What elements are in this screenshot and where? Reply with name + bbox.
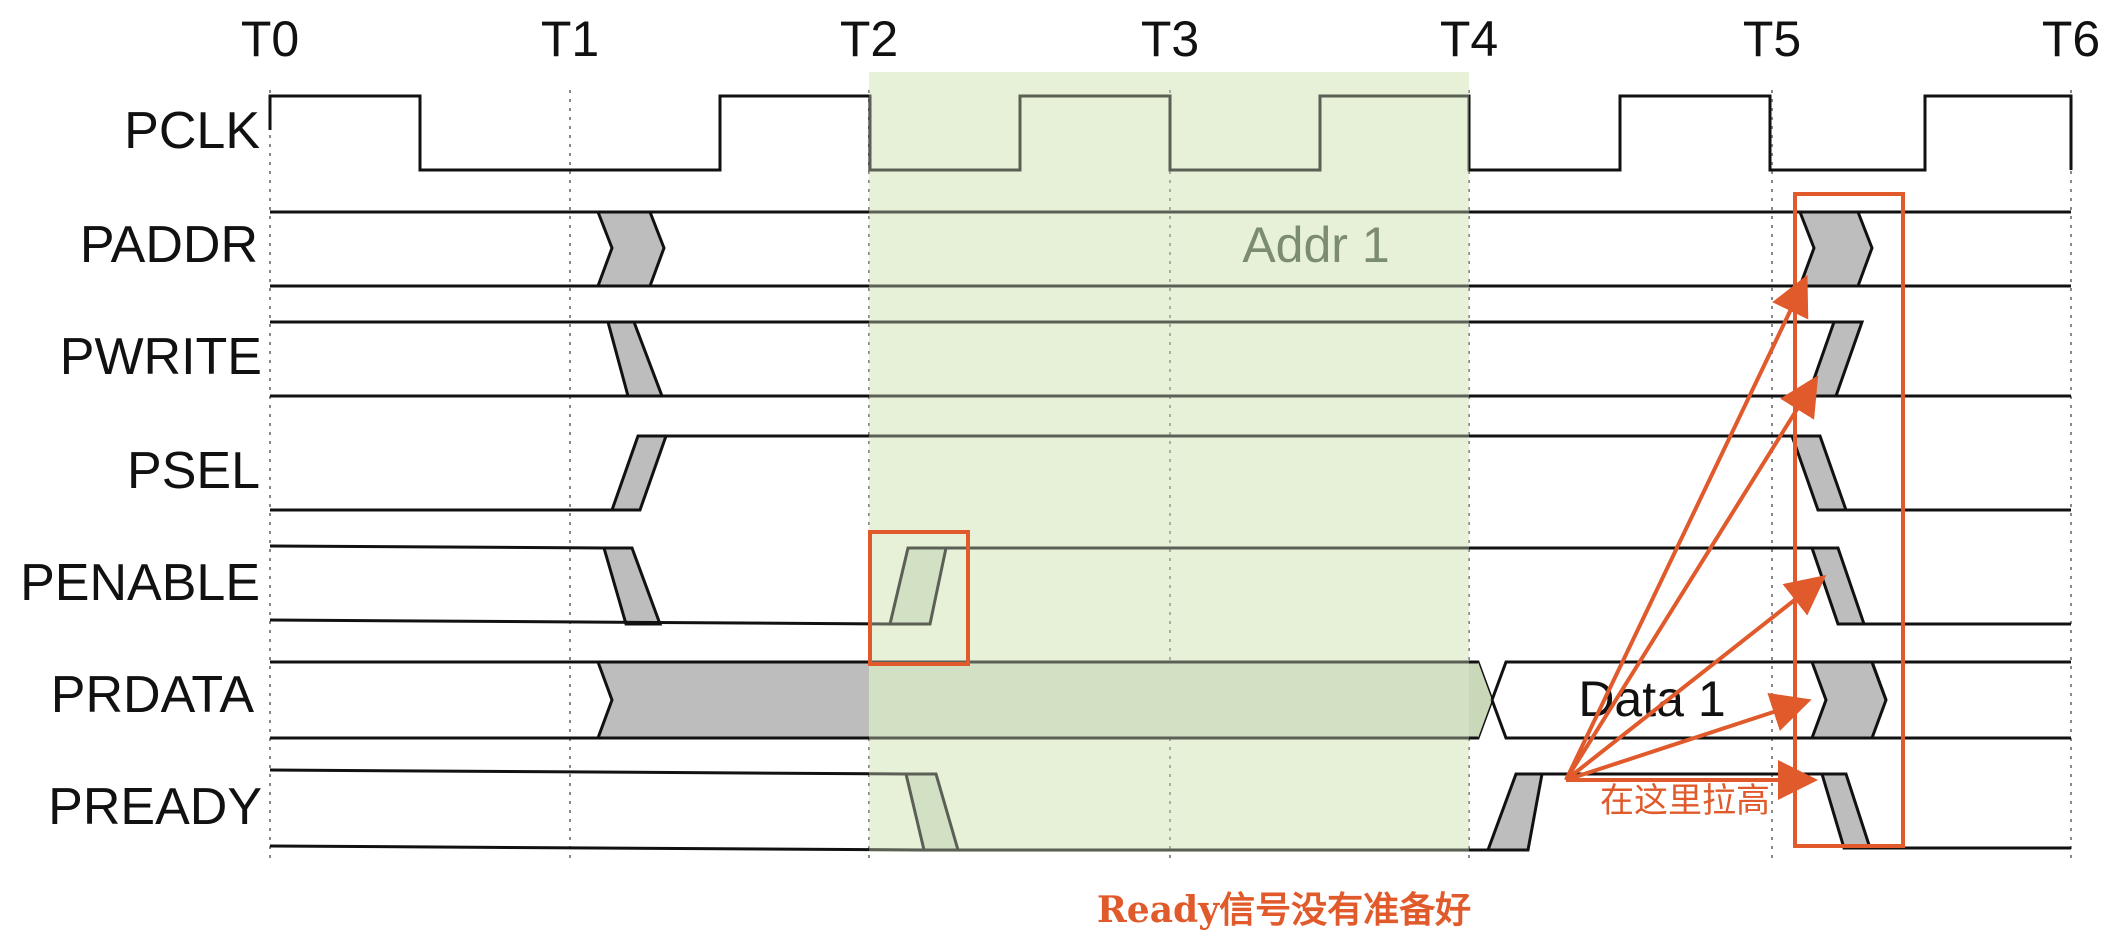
- time-tick-labels: T0 T1 T2 T3 T4 T5 T6: [241, 11, 2100, 67]
- pull-high-arrows: [1564, 274, 1827, 800]
- signal-label-psel: PSEL: [127, 442, 260, 500]
- signal-label-pclk: PCLK: [124, 102, 260, 160]
- ready-not-prepared-caption: Ready信号没有准备好: [1097, 889, 1471, 931]
- paddr-waveform: [270, 210, 2071, 288]
- tick-t5: T5: [1743, 11, 1801, 67]
- tick-t2: T2: [840, 11, 898, 67]
- signal-label-paddr: PADDR: [80, 216, 258, 274]
- penable-waveform: [269, 544, 2071, 626]
- tick-t0: T0: [241, 11, 299, 67]
- pwrite-waveform: [270, 320, 2071, 398]
- pull-high-annotation: 在这里拉高: [1600, 781, 1770, 821]
- signal-label-pready: PREADY: [48, 778, 262, 836]
- t5-transition-highlight-box: [1793, 192, 1905, 848]
- wait-state-overlay: [869, 72, 1469, 852]
- prdata-value: Data 1: [1578, 671, 1725, 727]
- penable-highlight-box: [868, 530, 970, 666]
- tick-t4: T4: [1440, 11, 1498, 67]
- tick-t3: T3: [1141, 11, 1199, 67]
- psel-waveform: [270, 434, 2071, 512]
- signal-label-prdata: PRDATA: [51, 666, 255, 724]
- signal-labels: PCLK PADDR PWRITE PSEL PENABLE PRDATA PR…: [20, 102, 262, 836]
- tick-t1: T1: [541, 11, 599, 67]
- prdata-waveform: [270, 660, 2071, 740]
- signal-label-pwrite: PWRITE: [60, 328, 262, 386]
- paddr-value: Addr 1: [1242, 217, 1389, 273]
- time-gridlines: [269, 90, 2072, 862]
- tick-t6: T6: [2042, 11, 2100, 67]
- pready-waveform: [269, 768, 2071, 852]
- signal-label-penable: PENABLE: [20, 554, 260, 612]
- pclk-waveform: [268, 94, 2073, 172]
